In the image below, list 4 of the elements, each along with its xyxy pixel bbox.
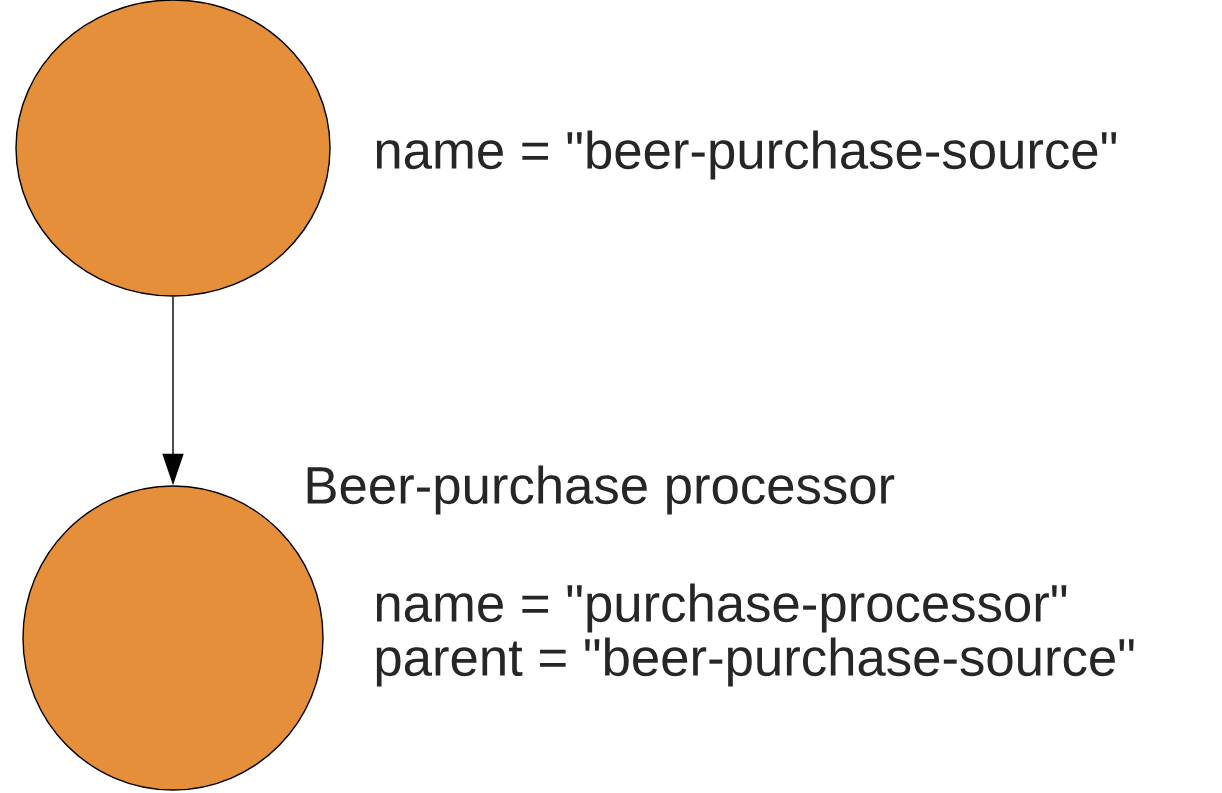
property-label: parent = "beer-purchase-source" [376,637,1134,687]
property-label: name = "beer-purchase-source" [376,130,1117,180]
property-label: name = "purchase-processor" [376,583,1067,633]
node-heading: Beer-purchase processor [307,465,895,515]
